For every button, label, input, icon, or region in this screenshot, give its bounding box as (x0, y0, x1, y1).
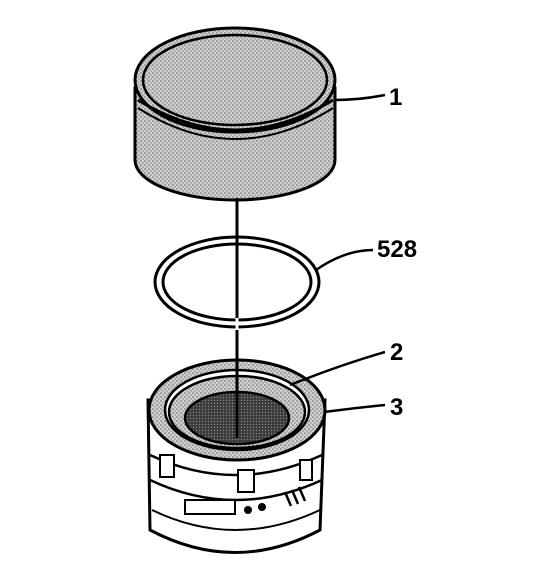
leader-1 (334, 93, 386, 102)
cap-band-lower (137, 107, 334, 140)
callout-1: 1 (389, 84, 403, 111)
housing-hole-1 (244, 506, 252, 514)
housing-hole-2 (258, 503, 266, 511)
housing-slot-mid (237, 469, 255, 493)
leader-2 (289, 350, 386, 387)
housing-slot-right (299, 459, 313, 481)
cap-top (133, 26, 337, 134)
callout-2: 2 (390, 339, 404, 366)
cap-band (137, 98, 334, 132)
housing-band-3 (151, 509, 321, 531)
callout-528: 528 (377, 236, 418, 263)
housing-window (184, 499, 236, 515)
leader-lines (289, 93, 386, 414)
leader-3 (323, 403, 386, 414)
leader-528 (315, 248, 374, 272)
housing-slot-left (159, 454, 175, 478)
housing-fins (283, 486, 307, 507)
callout-3: 3 (390, 394, 404, 421)
part-1-cap (133, 26, 337, 202)
cap-top-inner-rim (141, 33, 329, 127)
